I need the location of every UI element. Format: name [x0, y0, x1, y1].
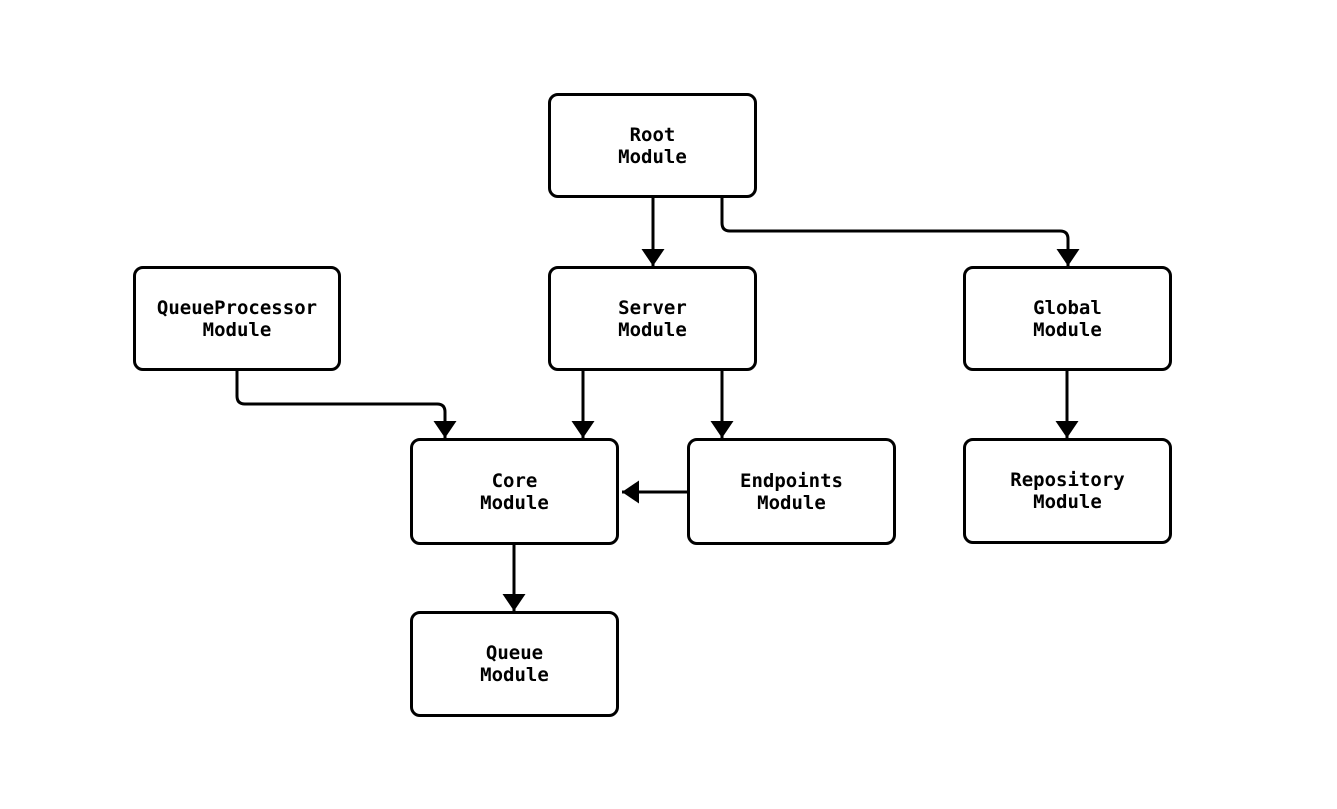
node-label: QueueProcessor Module — [156, 296, 318, 341]
edge-queueprocessor-module-to-core-module — [235, 371, 457, 438]
node-label: Global Module — [1033, 296, 1102, 341]
node-label: Server Module — [618, 296, 687, 341]
node-label: Repository Module — [1010, 469, 1125, 513]
edge-root-module-to-global-module — [720, 198, 1080, 266]
node-label: Endpoints Module — [740, 469, 843, 514]
node-label: Root Module — [618, 123, 687, 168]
node-label: Queue Module — [480, 642, 549, 686]
node-endpoints-module: Endpoints Module — [687, 438, 896, 545]
node-queueprocessor-module: QueueProcessor Module — [133, 266, 341, 371]
node-root-module: Root Module — [548, 93, 757, 198]
node-core-module: Core Module — [410, 438, 619, 545]
node-repository-module: Repository Module — [963, 438, 1172, 544]
edges-group — [235, 198, 1080, 611]
node-server-module: Server Module — [548, 266, 757, 371]
node-queue-module: Queue Module — [410, 611, 619, 717]
node-global-module: Global Module — [963, 266, 1172, 371]
node-label: Core Module — [480, 469, 549, 514]
